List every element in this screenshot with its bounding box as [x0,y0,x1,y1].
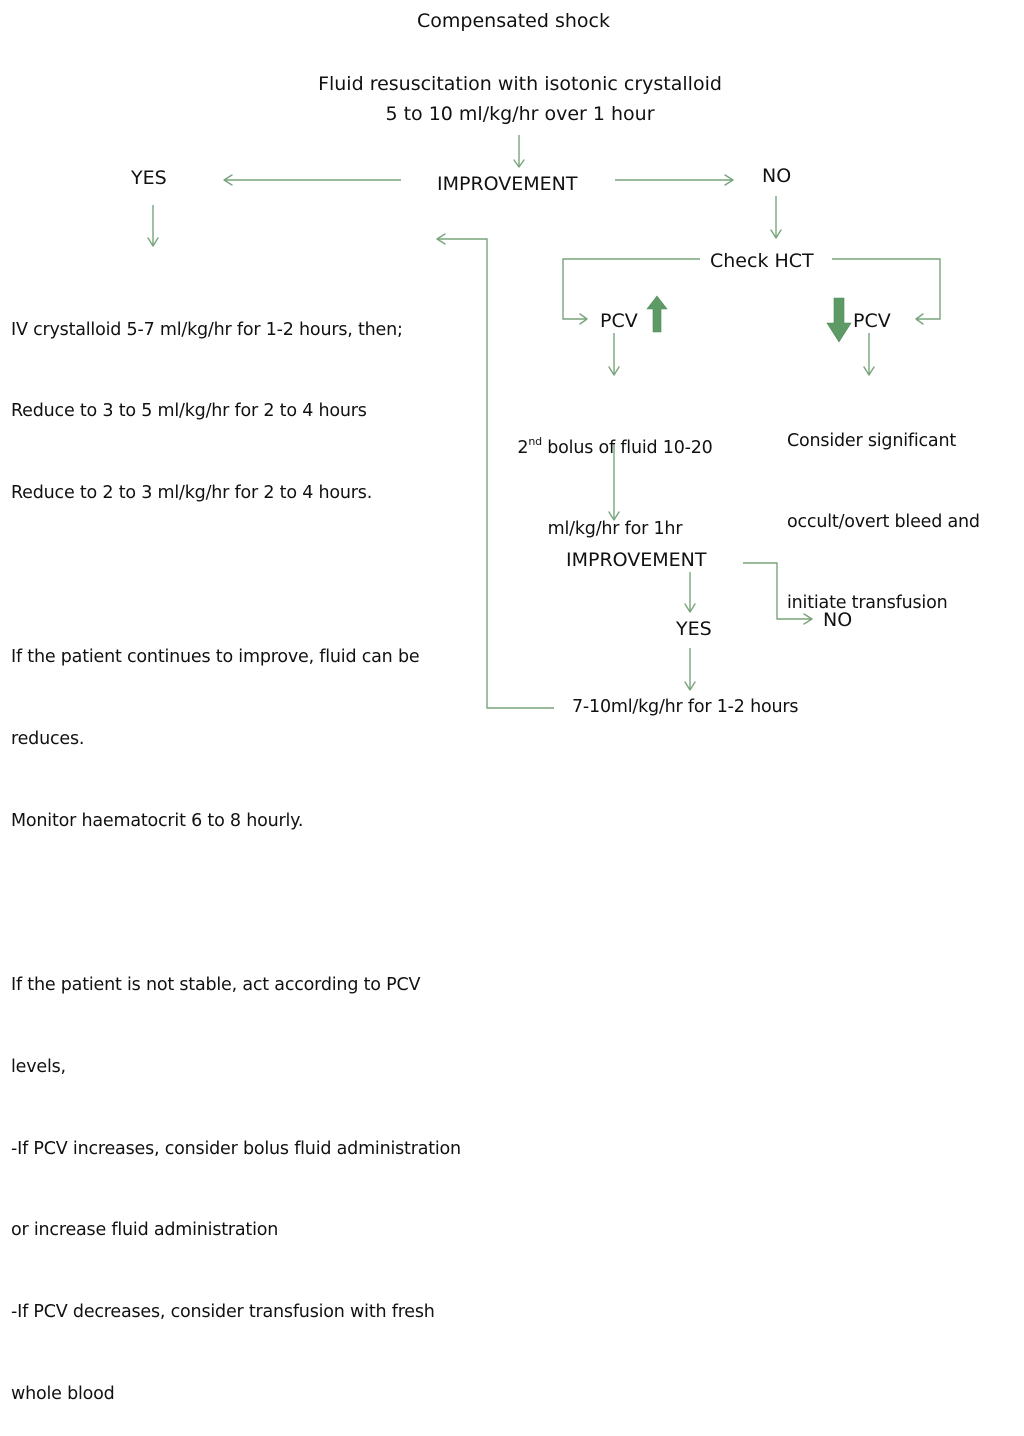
transfusion-action-line: initiate transfusion [787,593,948,613]
arrow-initial-to-improvement [513,135,525,168]
initial-step-line1: Fluid resuscitation with isotonic crysta… [318,73,722,95]
arrow-improvement-to-no [615,174,734,186]
instruction-line: or increase fluid administration [11,1220,279,1241]
instruction-line: whole blood [11,1384,115,1405]
diagram-title: Compensated shock [417,10,610,32]
instruction-line: IV crystalloid 5-7 ml/kg/hr for 1-2 hour… [11,319,403,340]
transfusion-action-line: occult/overt bleed and [787,512,980,532]
instruction-line [11,890,461,917]
initial-step-line2: 5 to 10 ml/kg/hr over 1 hour [385,103,655,125]
instruction-line: If the patient is not stable, act accord… [11,974,421,995]
initial-step: Fluid resuscitation with isotonic crysta… [300,72,740,126]
bolus-action-line1: 2nd bolus of fluid 10-20 [500,435,730,462]
pcv-up-label: PCV [600,310,638,332]
branch-yes-2: YES [676,618,712,640]
branch-yes: YES [131,167,167,189]
arrow-bolus-to-improvement [608,444,620,521]
flowchart-connectors [147,135,941,709]
arrow-improvement-to-yes [223,174,401,186]
arrow-yes2-to-final [684,648,696,691]
arrow-final-loop-back [436,233,554,709]
transfusion-action: Consider significant occult/overt bleed … [787,374,980,644]
instruction-line: -If PCV decreases, consider transfusion … [11,1302,435,1323]
arrow-pcv-up-to-bolus [608,333,620,376]
arrow-no-to-check-hct [770,196,782,239]
check-hct: Check HCT [710,250,814,272]
branch-no-2: NO [823,609,853,631]
arrow-check-hct-to-pcv-up [562,258,700,325]
arrow-improvement2-to-no [743,562,813,625]
bolus-action-text: bolus of fluid 10-20 [541,438,713,458]
instruction-line: -If PCV increases, consider bolus fluid … [11,1138,461,1159]
instruction-line: Reduce to 3 to 5 ml/kg/hr for 2 to 4 hou… [11,401,367,422]
final-step: 7-10ml/kg/hr for 1-2 hours [572,697,799,717]
yes-branch-instructions: IV crystalloid 5-7 ml/kg/hr for 1-2 hour… [11,262,461,1436]
decision-improvement-2: IMPROVEMENT [566,549,707,571]
arrow-pcv-down-to-transfusion [863,333,875,376]
instruction-line: reduces. [11,729,85,750]
arrow-down-icon [826,297,852,343]
decision-improvement: IMPROVEMENT [437,173,578,195]
arrow-up-icon [646,295,668,333]
instruction-line: If the patient continues to improve, flu… [11,647,420,668]
ordinal-number: 2 [517,438,529,458]
arrow-yes-to-instructions [147,205,159,247]
transfusion-action-line: Consider significant [787,431,956,451]
arrow-check-hct-to-pcv-down [832,258,941,325]
bolus-action: 2nd bolus of fluid 10-20 ml/kg/hr for 1h… [500,381,730,570]
ordinal-suffix: nd [528,435,542,448]
instruction-line: Reduce to 2 to 3 ml/kg/hr for 2 to 4 hou… [11,483,373,504]
instruction-line: Monitor haematocrit 6 to 8 hourly. [11,810,304,831]
instruction-line: levels, [11,1056,66,1077]
arrow-improvement2-to-yes [684,572,696,613]
branch-no: NO [762,165,792,187]
pcv-down-label: PCV [853,310,891,332]
instruction-line [11,562,461,589]
bolus-action-line2: ml/kg/hr for 1hr [547,519,683,539]
